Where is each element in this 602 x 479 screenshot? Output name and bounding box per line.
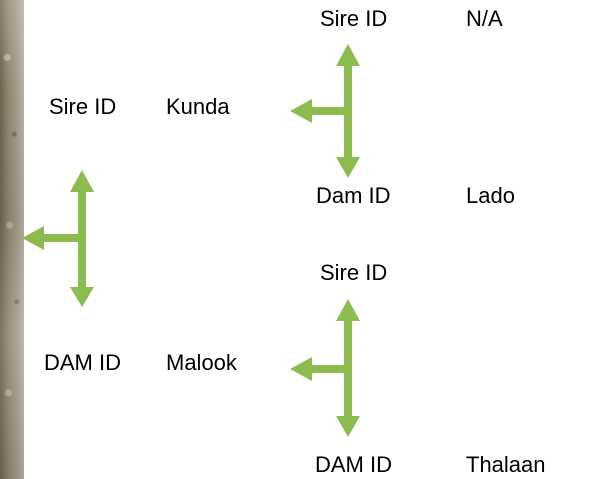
paternal-grandsire-name: N/A (466, 6, 503, 31)
maternal-granddam-id-label: DAM ID (315, 452, 392, 477)
connector-parents-up-arrowhead (70, 170, 94, 192)
connector-dam-parents-down-arrowhead (336, 416, 360, 437)
connector-parents-down-arrowhead (70, 287, 94, 307)
sire-id-label: Sire ID (49, 94, 117, 119)
animal-photo-edge (0, 0, 24, 479)
connector-sire-parents-down-arrowhead (336, 157, 360, 178)
connector-sire-parents-up-arrowhead (336, 44, 360, 66)
paternal-granddam-id-label: Dam ID (316, 183, 391, 208)
connector-dam-parents-up-arrowhead (336, 299, 360, 321)
connector-dam-parents-left-arrowhead (290, 357, 312, 381)
maternal-grandsire-id-label: Sire ID (320, 260, 388, 285)
maternal-granddam-name: Thalaan (466, 452, 546, 477)
dam-id-label: DAM ID (44, 350, 121, 375)
paternal-granddam-name: Lado (466, 183, 515, 208)
connector-parents-left-arrowhead (22, 226, 44, 250)
paternal-grandsire-id-label: Sire ID (320, 6, 388, 31)
connector-parents (22, 170, 94, 307)
dam-name: Malook (166, 350, 237, 375)
connector-dam-parents (290, 299, 360, 437)
sire-name: Kunda (166, 94, 230, 119)
connector-sire-parents-left-arrowhead (290, 99, 312, 123)
animal-photo-texture (0, 0, 24, 479)
connector-sire-parents (290, 44, 360, 178)
